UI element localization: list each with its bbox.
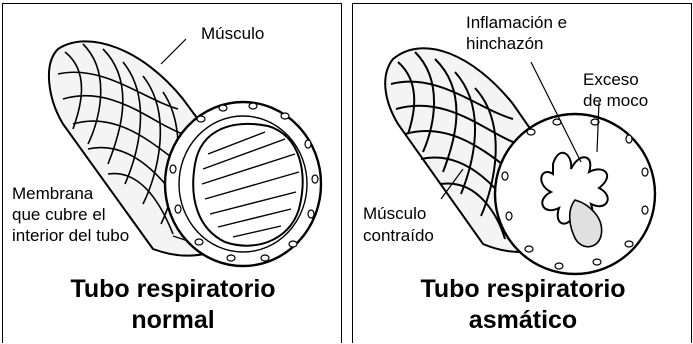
asthmatic-caption-line-2: asmático — [358, 306, 688, 335]
membrane-label-line-2: que cubre el — [12, 205, 106, 225]
normal-airway-panel: Músculo Membrana que cubre el interior d… — [2, 3, 342, 343]
asthmatic-airway-panel: Inflamación e hinchazón Exceso de moco M… — [352, 3, 692, 343]
membrane-label-line-1: Membrana — [12, 184, 93, 204]
mucus-label-line-1: Exceso — [583, 70, 639, 90]
normal-caption-line-2: normal — [8, 306, 338, 335]
asthmatic-caption-line-1: Tubo respiratorio — [358, 275, 688, 304]
contracted-muscle-label-line-1: Músculo — [363, 204, 426, 224]
membrane-label-line-3: interior del tubo — [12, 226, 129, 246]
contracted-muscle-label-line-2: contraído — [363, 226, 434, 246]
normal-caption-line-1: Tubo respiratorio — [8, 275, 338, 304]
inflammation-label-line-2: hinchazón — [466, 34, 544, 54]
muscle-label: Músculo — [201, 24, 264, 44]
inflammation-label-line-1: Inflamación e — [466, 13, 567, 33]
mucus-label-line-2: de moco — [583, 91, 648, 111]
